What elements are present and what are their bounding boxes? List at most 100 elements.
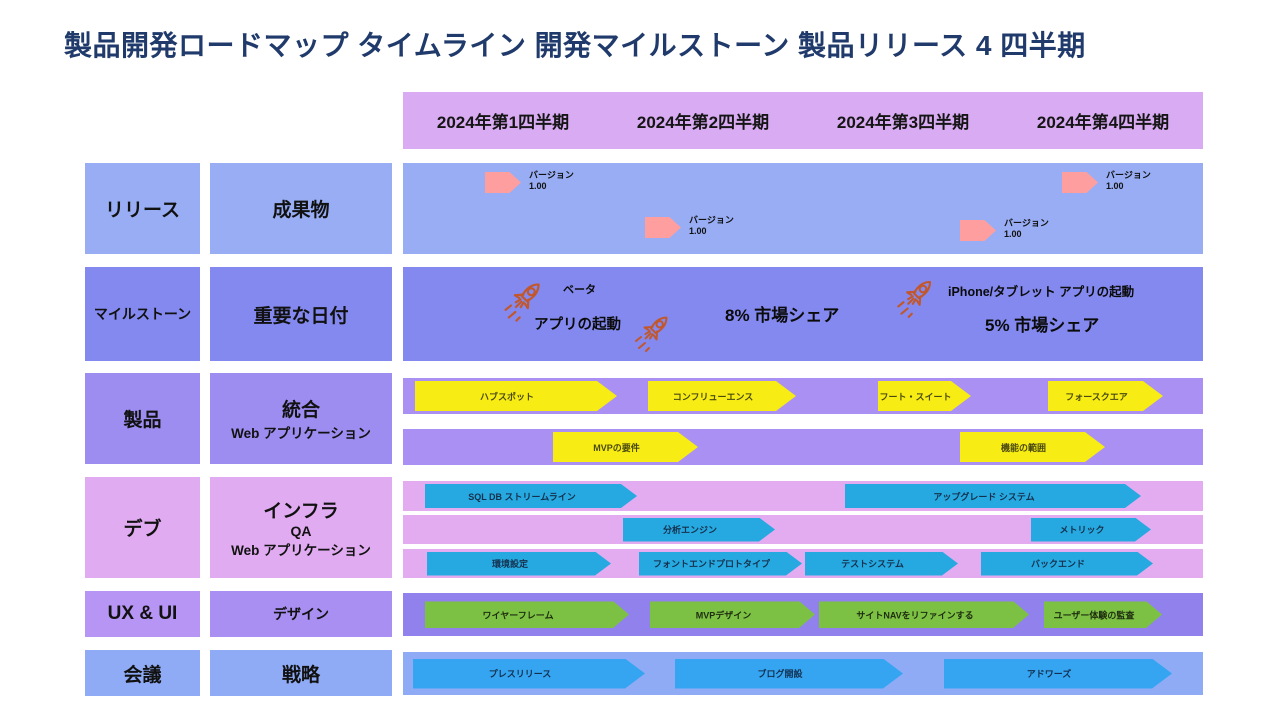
row-label-releases: リリース: [85, 163, 200, 254]
timeline-bar[interactable]: ブログ開設: [675, 659, 903, 689]
product-band-2: MVPの要件 機能の範囲: [403, 429, 1203, 465]
release-version-label: バージョン1.00: [1106, 170, 1151, 191]
quarter-label-q4: 2024年第4四半期: [1036, 113, 1170, 132]
timeline-bar[interactable]: 環境設定: [427, 552, 611, 576]
timeline-bar-label: フォースクエア: [1065, 391, 1128, 402]
milestone-q2-share-label: 8% 市場シェア: [725, 306, 840, 325]
timeline-bar[interactable]: プレスリリース: [413, 659, 645, 689]
timeline-bar-label: サイトNAVをリファインする: [856, 610, 974, 620]
row-sublabel-text: 重要な日付: [253, 305, 349, 327]
row-label-milestones: マイルストーン: [85, 267, 200, 361]
timeline-bar-label: アドワーズ: [1026, 669, 1072, 679]
timeline-bar[interactable]: フォースクエア: [1048, 381, 1163, 411]
release-flag-icon[interactable]: [485, 172, 521, 193]
row-label-ux-ui: UX & UI: [85, 591, 200, 637]
row-sublabel-text: インフラ: [263, 501, 339, 522]
rocket-icon[interactable]: [629, 307, 677, 360]
quarter-label-q1: 2024年第1四半期: [436, 113, 570, 132]
timeline-bar[interactable]: MVPの要件: [553, 432, 698, 462]
quarter-header: 2024年第1四半期 2024年第2四半期 2024年第3四半期 2024年第4…: [403, 92, 1203, 149]
milestone-app-launch-label: アプリの起動: [534, 317, 621, 333]
timeline-bar[interactable]: バックエンド: [981, 552, 1153, 576]
row-label-dev: デブ: [85, 477, 200, 578]
dev-band-1: SQL DB ストリームライン アップグレード システム: [403, 481, 1203, 511]
row-sublabel-text-3: Web アプリケーション: [231, 543, 371, 558]
timeline-bar-label: フォントエンドプロトタイプ: [652, 559, 770, 569]
timeline-bar-label: ハブスポット: [479, 391, 534, 402]
timeline-bar[interactable]: 分析エンジン: [623, 518, 775, 542]
timeline-bar-label: ユーザー体験の監査: [1053, 610, 1135, 620]
timeline-bar-label: メトリック: [1059, 525, 1105, 535]
timeline-bar-label: MVPデザイン: [695, 610, 752, 620]
timeline-bar[interactable]: ワイヤーフレーム: [425, 601, 629, 628]
row-sublabel-text: 成果物: [272, 200, 330, 221]
timeline-bar-label: アップグレード システム: [933, 491, 1035, 502]
release-version-label: バージョン1.00: [1004, 218, 1049, 239]
row-label-meetings: 会議: [85, 650, 200, 696]
product-band-1: ハブスポット コンフリューエンス フート・スイート フォースクエア: [403, 378, 1203, 414]
row-label-text: 会議: [123, 664, 162, 686]
row-label-text: リリース: [104, 200, 181, 221]
timeline-bar[interactable]: MVPデザイン: [650, 601, 815, 628]
timeline-bar-label: ブログ開設: [757, 669, 803, 679]
row-label-text: 製品: [123, 410, 162, 431]
timeline-bar[interactable]: 機能の範囲: [960, 432, 1105, 462]
timeline-bar[interactable]: コンフリューエンス: [648, 381, 796, 411]
timeline-bar[interactable]: ハブスポット: [415, 381, 617, 411]
timeline-bar-label: フート・スイート: [879, 391, 952, 402]
timeline-bar[interactable]: アップグレード システム: [845, 484, 1141, 508]
release-version-label: バージョン1.00: [529, 170, 574, 191]
timeline-bar[interactable]: SQL DB ストリームライン: [425, 484, 637, 508]
release-version-label: バージョン1.00: [689, 215, 734, 236]
release-flag-icon[interactable]: [960, 220, 996, 241]
milestones-band: ベータ アプリの起動 8% 市場シェア: [403, 267, 1203, 361]
design-band: ワイヤーフレーム MVPデザイン サイトNAVをリファインする ユーザー体験の監査: [403, 593, 1203, 636]
timeline-bar-label: 環境設定: [491, 559, 528, 569]
timeline-bar-label: ワイヤーフレーム: [482, 610, 554, 620]
timeline-bar[interactable]: フート・スイート: [878, 381, 971, 411]
timeline-bar[interactable]: テストシステム: [805, 552, 958, 576]
row-label-text: マイルストーン: [93, 306, 192, 322]
row-sublabel-infra: インフラ QA Web アプリケーション: [210, 477, 392, 578]
timeline-bar[interactable]: アドワーズ: [944, 659, 1172, 689]
timeline-bar[interactable]: フォントエンドプロトタイプ: [639, 552, 802, 576]
milestone-q3-launch-label: iPhone/タブレット アプリの起動: [948, 285, 1135, 299]
rocket-icon[interactable]: [891, 271, 941, 326]
row-sublabel-text-2: QA: [290, 523, 312, 539]
release-flag-icon[interactable]: [645, 217, 681, 238]
timeline-bar-label: 機能の範囲: [1000, 442, 1046, 453]
timeline-bar-label: テストシステム: [841, 559, 904, 569]
row-sublabel-text: 統合: [281, 400, 320, 421]
timeline-bar[interactable]: サイトNAVをリファインする: [819, 601, 1029, 628]
row-label-product: 製品: [85, 373, 200, 464]
quarter-label-q2: 2024年第2四半期: [636, 113, 770, 132]
timeline-bar-label: 分析エンジン: [662, 525, 717, 535]
quarter-label-q3: 2024年第3四半期: [836, 113, 970, 132]
row-sublabel-text-2: Web アプリケーション: [231, 426, 371, 441]
milestone-beta-label: ベータ: [563, 284, 596, 296]
releases-band: バージョン1.00 バージョン1.00 バージョン1.00 バージョン1.00: [403, 163, 1203, 254]
row-label-text: デブ: [123, 519, 162, 540]
timeline-bar-label: プレスリリース: [488, 669, 552, 679]
row-label-text: UX & UI: [107, 603, 178, 624]
row-sublabel-text: 戦略: [281, 664, 320, 686]
rocket-icon[interactable]: [498, 273, 550, 330]
timeline-bar-label: コンフリューエンス: [672, 391, 754, 402]
timeline-bar-label: MVPの要件: [593, 442, 640, 453]
timeline-bar-label: SQL DB ストリームライン: [468, 491, 576, 502]
row-sublabel-design: デザイン: [210, 591, 392, 637]
row-sublabel-deliverables: 成果物: [210, 163, 392, 254]
timeline-bar[interactable]: メトリック: [1031, 518, 1151, 542]
dev-band-2: 分析エンジン メトリック: [403, 515, 1203, 544]
timeline-bar[interactable]: ユーザー体験の監査: [1044, 601, 1162, 628]
page-title: 製品開発ロードマップ タイムライン 開発マイルストーン 製品リリース 4 四半期: [64, 30, 1086, 61]
release-flag-icon[interactable]: [1062, 172, 1098, 193]
milestone-q4-share-label: 5% 市場シェア: [985, 316, 1100, 335]
timeline-bar-label: バックエンド: [1030, 559, 1085, 569]
row-sublabel-text: デザイン: [273, 606, 329, 622]
row-sublabel-key-dates: 重要な日付: [210, 267, 392, 361]
strategy-band: プレスリリース ブログ開設 アドワーズ: [403, 652, 1203, 695]
row-sublabel-strategy: 戦略: [210, 650, 392, 696]
dev-band-3: 環境設定 フォントエンドプロトタイプ テストシステム バックエンド: [403, 549, 1203, 578]
